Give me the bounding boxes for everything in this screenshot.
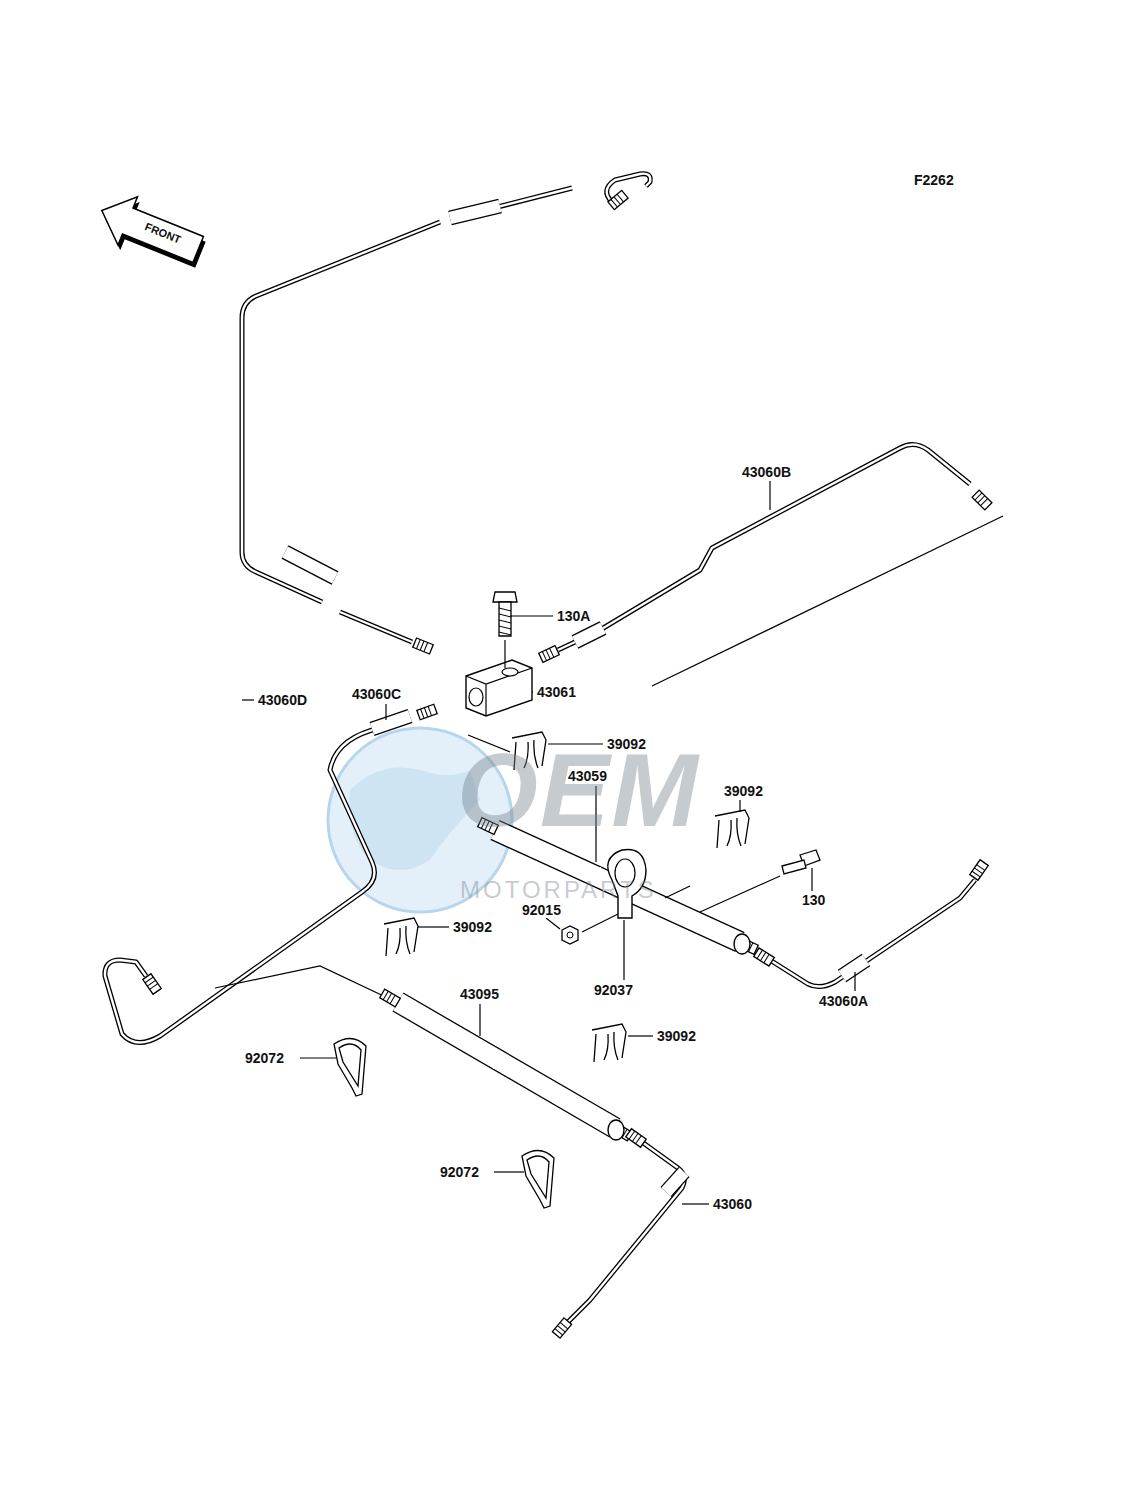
pipe-sleeve [372, 716, 410, 729]
part-number: 43060D [256, 692, 309, 708]
brake-pipe [242, 188, 572, 602]
brake-pipe [105, 728, 380, 1043]
brake-hose-inner [398, 1002, 615, 1128]
hose-fitting [380, 989, 401, 1007]
part-number: 43095 [458, 986, 501, 1002]
clip [592, 1024, 626, 1062]
guide-line [215, 966, 392, 1000]
leader-line [682, 1203, 709, 1204]
brake-pipe [770, 880, 975, 987]
pipe-sleeve [450, 206, 500, 218]
pipe-fitting [143, 974, 162, 994]
leader-line [532, 691, 533, 692]
part-number: 92037 [592, 982, 635, 998]
part-number: 43060C [350, 686, 403, 702]
leader-line [300, 1057, 336, 1058]
bolt [782, 850, 820, 874]
pipe-sleeve-inner [666, 1172, 684, 1192]
pipe-fitting [413, 638, 433, 654]
leader-line [739, 800, 740, 812]
part-number: 39092 [655, 1028, 698, 1044]
brake-pipe-inner [105, 728, 380, 1043]
part-number: 43060 [711, 1196, 754, 1212]
part-number: 92072 [438, 1164, 481, 1180]
leader-line [510, 615, 553, 616]
hose-band [334, 1038, 366, 1096]
hose-band [522, 1150, 554, 1208]
pipe-fitting [754, 948, 775, 966]
brake-pipe-inner [568, 1142, 684, 1322]
part-number: 92072 [243, 1050, 286, 1066]
pipe-fitting [417, 704, 437, 720]
part-number: 130 [800, 892, 827, 908]
pipe-sleeve [666, 1172, 684, 1192]
brake-pipe-inner [770, 880, 975, 987]
brake-pipe [568, 1142, 684, 1322]
pipe-sleeve [842, 960, 866, 976]
pipe-fitting [608, 190, 628, 209]
leader-line [546, 918, 560, 929]
pipe-sleeve-inner [450, 206, 500, 218]
brake-hose [398, 1002, 615, 1128]
leader-line [242, 699, 254, 700]
leader-line [628, 1035, 653, 1036]
guide-line [652, 516, 1003, 686]
guide-line [700, 876, 780, 912]
drawing-number: F2262 [912, 172, 956, 188]
brake-pipe-inner [242, 188, 572, 602]
part-number: 92015 [520, 902, 563, 918]
guide-line [582, 914, 618, 932]
brake-pipe-inner [340, 612, 412, 642]
leader-line [811, 868, 812, 891]
part-number: 43060A [817, 993, 870, 1009]
clip [715, 810, 749, 848]
pipe-fitting [539, 646, 560, 663]
part-number: 39092 [722, 783, 765, 799]
pipe-fitting [972, 490, 992, 510]
part-number: 130A [555, 608, 592, 624]
leader-line [623, 920, 624, 980]
joint-block [466, 660, 532, 716]
pipe-fitting [552, 1318, 571, 1338]
illustration [91, 174, 1003, 1338]
watermark-text: MOTORPARTS [458, 876, 659, 904]
front-arrow [91, 186, 212, 278]
leader-line [385, 704, 386, 720]
brake-pipe-inner [558, 444, 970, 650]
pipe-fitting [626, 1129, 646, 1148]
leader-line [854, 972, 855, 991]
leader-line [418, 926, 449, 927]
pipe-sleeve [285, 552, 335, 578]
pipe-sleeve-inner [575, 628, 603, 642]
guide-line [504, 640, 505, 668]
brake-pipe [340, 612, 412, 642]
part-number: 39092 [451, 919, 494, 935]
watermark-text: OEM [455, 735, 702, 845]
brake-pipe [558, 444, 970, 650]
clip [384, 918, 418, 956]
leader-line [769, 481, 770, 510]
nut [562, 926, 578, 944]
guide-line [665, 886, 690, 898]
part-number: 43061 [535, 684, 578, 700]
pipe-sleeve-inner [285, 552, 335, 578]
pipe-sleeve [575, 628, 603, 642]
pipe-fitting [970, 860, 989, 880]
leader-line [494, 1171, 524, 1172]
leader-line [479, 1004, 480, 1036]
bolt [493, 592, 517, 636]
pipe-sleeve-inner [372, 716, 410, 729]
pipe-sleeve-inner [842, 960, 866, 976]
part-number: 43060B [740, 464, 793, 480]
